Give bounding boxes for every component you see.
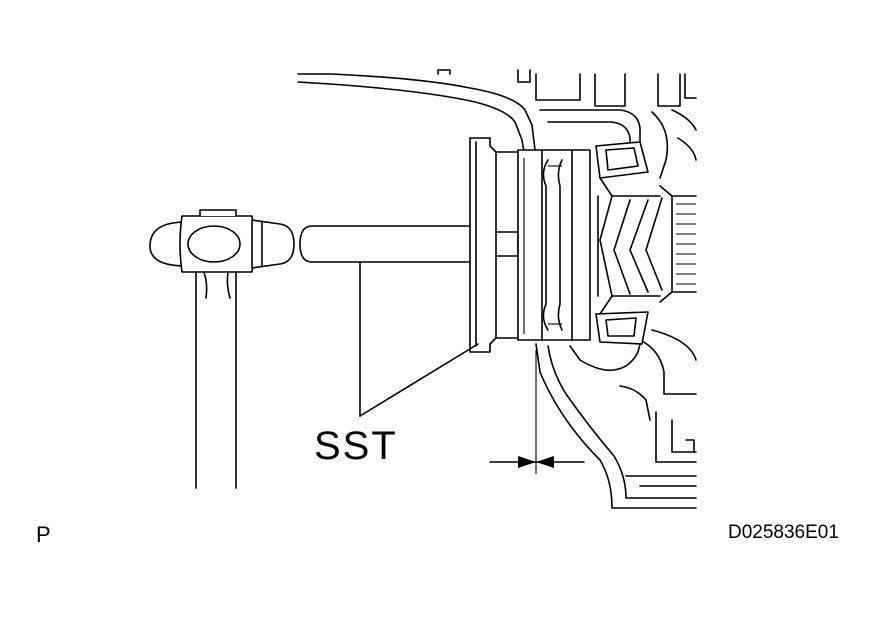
tapered-roller-bearing xyxy=(595,141,697,345)
housing-upper xyxy=(297,69,697,179)
corner-mark: P xyxy=(36,522,51,547)
sst-leader-lines xyxy=(359,261,479,417)
sst-callout-label: SST xyxy=(314,424,398,468)
oil-seal xyxy=(517,149,591,341)
figure-code: D025836E01 xyxy=(728,522,839,543)
hammer-icon xyxy=(149,209,295,489)
special-service-tool xyxy=(299,137,519,353)
housing-lower xyxy=(535,329,697,509)
dimension-arrow xyxy=(489,350,585,474)
